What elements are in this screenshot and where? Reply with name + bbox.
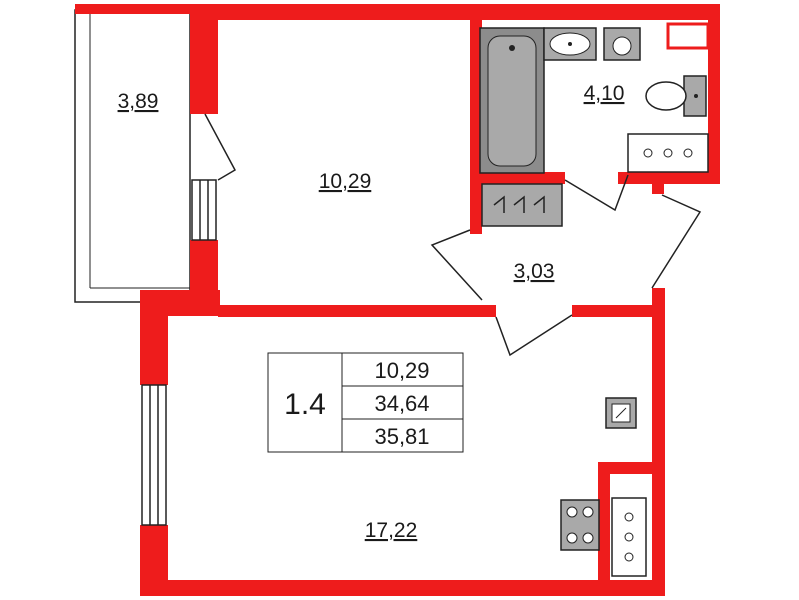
sink (543, 27, 597, 61)
stove (560, 499, 600, 551)
doors (204, 113, 702, 357)
kitchen-cabinet (611, 497, 647, 577)
total-area-value: 34,64 (374, 391, 429, 416)
living-area-value: 10,29 (374, 358, 429, 383)
washing-machine (603, 27, 641, 61)
kitchen-living-area-label: 17,22 (365, 519, 418, 542)
balcony-area-label: 3,89 (118, 90, 159, 113)
bathroom-area-label: 4,10 (584, 82, 625, 105)
total-area-with-balcony-value: 35,81 (374, 424, 429, 449)
bedroom-area-label: 10,29 (319, 170, 372, 193)
kitchen-sink (605, 397, 637, 429)
toilet (645, 75, 707, 117)
hall-area-label: 3,03 (514, 260, 555, 283)
bath-cabinet (627, 133, 709, 173)
walls (140, 4, 720, 596)
apartment-type: 1.4 (284, 388, 326, 421)
wardrobe (481, 183, 563, 227)
bathtub (479, 27, 545, 174)
info-box: 1.4 10,29 34,64 35,81 (267, 352, 464, 453)
balcony (74, 4, 191, 303)
windows (141, 179, 217, 526)
